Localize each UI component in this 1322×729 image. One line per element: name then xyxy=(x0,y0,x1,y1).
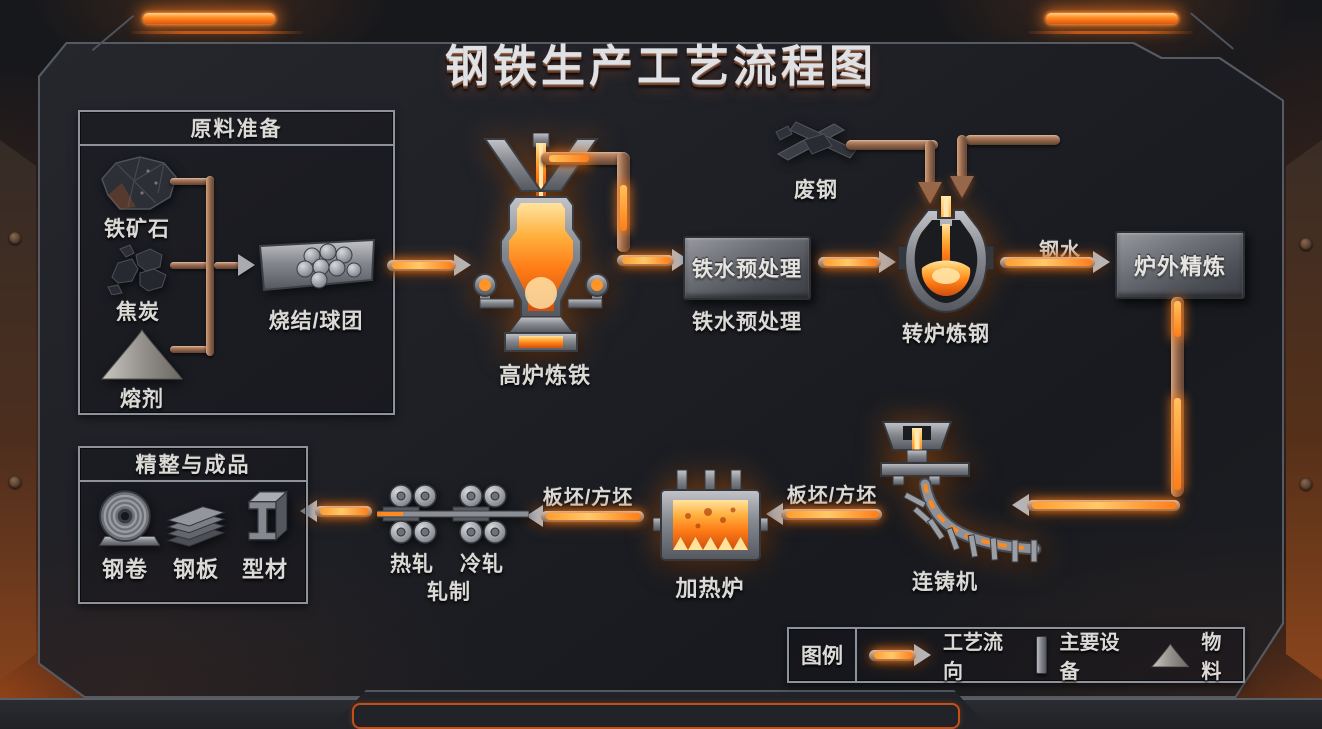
steel-profile-icon xyxy=(247,490,289,541)
pipe xyxy=(957,135,967,179)
pipe xyxy=(170,346,212,353)
steel-coil-icon xyxy=(98,490,160,547)
secondary-refining-box: 炉外精炼 xyxy=(1115,231,1245,299)
steel-plate-label: 钢板 xyxy=(172,557,219,582)
cold-rolling-label: 冷轧 xyxy=(460,553,504,576)
merge-arrowhead xyxy=(238,254,255,276)
pipe-glow xyxy=(1174,301,1181,337)
down-arrowhead xyxy=(918,182,942,204)
pipe xyxy=(170,178,212,185)
coke-icon xyxy=(107,244,167,295)
bottom-tab-outline xyxy=(352,703,960,729)
top-right-accent-line xyxy=(1028,31,1193,34)
iron-ore-icon xyxy=(101,156,177,210)
legend-box: 图例 工艺流向 主要设备 物料 xyxy=(787,627,1245,683)
rolling-mill-icon xyxy=(377,484,529,544)
flux-cone-icon xyxy=(101,328,183,380)
steel-coil-label: 钢卷 xyxy=(101,557,148,582)
flux-label: 熔剂 xyxy=(120,388,164,411)
main-panel-surface xyxy=(40,44,1282,696)
bottom-tab xyxy=(330,690,990,729)
flow-arrow xyxy=(818,251,896,273)
rivet xyxy=(9,232,21,244)
legend-equipment-label: 主要设备 xyxy=(1059,632,1120,683)
left-frame-strip xyxy=(0,140,36,680)
slab-label-right: 板坯/方坯 xyxy=(786,485,878,507)
coke-label: 焦炭 xyxy=(116,301,160,324)
pipe xyxy=(170,262,212,269)
steel-plate-icon xyxy=(166,506,226,547)
rivet xyxy=(9,476,21,488)
reheating-furnace-icon xyxy=(653,469,768,561)
top-right-accent-bar xyxy=(1046,13,1178,24)
converter-icon xyxy=(898,196,994,314)
blast-furnace-label: 高炉炼铁 xyxy=(498,363,591,388)
scrap-steel-label: 废钢 xyxy=(794,179,838,202)
legend-material-label: 物料 xyxy=(1201,632,1222,683)
top-left-accent-bar xyxy=(143,13,275,24)
hot-metal-pretreatment-box: 铁水预处理 xyxy=(683,236,811,300)
raw-materials-header: 原料准备 xyxy=(80,112,393,146)
pipe-glow xyxy=(620,185,627,231)
flow-arrow xyxy=(1000,251,1110,273)
reheating-furnace-label: 加热炉 xyxy=(675,576,745,601)
top-left-accent-line xyxy=(131,31,303,34)
sinter-pellet-icon xyxy=(258,238,376,292)
rivet xyxy=(1300,478,1312,490)
pipe xyxy=(965,135,1060,145)
flow-arrow xyxy=(766,503,882,525)
continuous-caster-icon xyxy=(880,421,1042,563)
flow-arrow xyxy=(387,254,471,276)
pipe-glow xyxy=(1174,398,1181,490)
rivet xyxy=(1300,238,1312,250)
flow-arrow xyxy=(526,505,644,527)
converter-label: 转炉炼钢 xyxy=(902,323,990,346)
flow-arrow xyxy=(617,249,689,271)
hot-rolling-label: 热轧 xyxy=(390,553,434,576)
flow-arrow xyxy=(300,500,372,522)
flow-arrow-icon xyxy=(869,644,931,666)
pipe xyxy=(846,140,938,150)
slab-label-left: 板坯/方坯 xyxy=(542,487,634,509)
down-arrowhead xyxy=(950,176,974,198)
iron-ore-label: 铁矿石 xyxy=(104,218,170,241)
sinter-label: 烧结/球团 xyxy=(268,310,364,333)
right-frame-strip xyxy=(1286,140,1322,680)
page-title: 钢铁生产工艺流程图 xyxy=(445,42,877,91)
equipment-bar-icon xyxy=(1036,636,1048,674)
rolling-caption: 轧制 xyxy=(427,581,471,604)
pipe xyxy=(214,262,240,269)
main-panel xyxy=(38,42,1284,698)
finishing-header: 精整与成品 xyxy=(80,448,306,482)
pipe xyxy=(206,176,214,356)
legend-title: 图例 xyxy=(789,629,857,681)
hot-metal-pretreatment-caption: 铁水预处理 xyxy=(692,311,802,334)
continuous-caster-label: 连铸机 xyxy=(912,571,978,594)
legend-flow-label: 工艺流向 xyxy=(943,632,1003,683)
scrap-steel-icon xyxy=(775,121,857,161)
pipe-glow xyxy=(549,155,589,162)
pipe xyxy=(925,140,935,186)
blast-furnace-icon xyxy=(473,133,609,352)
material-cone-icon xyxy=(1150,642,1190,667)
flow-arrow xyxy=(1012,494,1180,516)
steel-profile-label: 型材 xyxy=(241,557,288,582)
